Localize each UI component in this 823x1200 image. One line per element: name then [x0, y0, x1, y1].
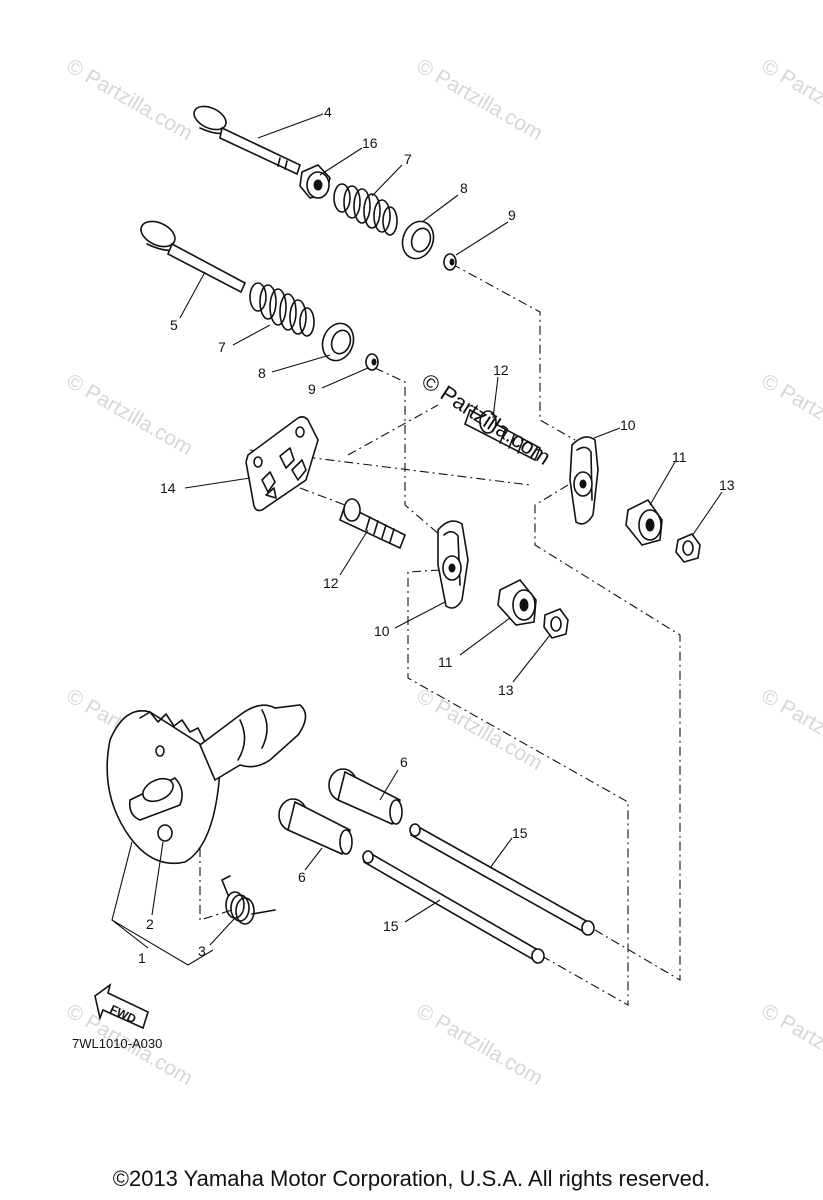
part-lifter-6a	[328, 768, 403, 826]
callout-6-lower: 6	[298, 869, 306, 885]
assembly-line-cam	[199, 810, 233, 921]
part-camshaft-1	[106, 704, 307, 864]
callout-10-upper: 10	[620, 417, 636, 433]
callout-14: 14	[160, 480, 176, 496]
part-spring-7a	[333, 183, 398, 236]
part-rocker-10a	[569, 436, 599, 525]
leader-lines	[111, 113, 723, 966]
watermark-10: © Partzilla.com	[413, 999, 547, 1090]
callout-2: 2	[146, 916, 154, 932]
diagram-code: 7WL1010-A030	[72, 1036, 163, 1051]
callout-8-lower: 8	[258, 365, 266, 381]
part-lifter-6b	[278, 798, 353, 856]
callout-8-upper: 8	[460, 180, 468, 196]
callout-9-lower: 9	[308, 381, 316, 397]
part-spring-7b	[249, 282, 315, 337]
part-pin-2	[157, 824, 173, 842]
part-valve-5	[140, 220, 247, 294]
callout-12-upper: 12	[493, 362, 509, 378]
part-nut-13b	[543, 608, 569, 639]
watermark-7: © Partzilla.com	[413, 684, 547, 775]
part-shaft-12a	[464, 408, 542, 462]
part-seal-16	[299, 164, 331, 199]
assembly-line-head	[347, 404, 439, 456]
part-plate-14	[245, 416, 319, 512]
assembly-line-shaft	[249, 449, 531, 486]
watermark-8: © Partzilla.com	[758, 684, 823, 775]
part-pushrod-15a	[409, 823, 595, 936]
part-spring-3	[221, 875, 276, 925]
part-retainer-8a	[401, 220, 435, 260]
watermark-2: © Partzilla.com	[413, 54, 547, 145]
callout-3: 3	[198, 943, 206, 959]
callout-13-lower: 13	[498, 682, 514, 698]
assembly-line-shaft2	[299, 487, 346, 506]
callout-10-lower: 10	[374, 623, 390, 639]
part-shaft-12b	[339, 498, 407, 550]
callout-6-upper: 6	[400, 754, 408, 770]
callout-1: 1	[138, 950, 146, 966]
callout-16: 16	[362, 135, 378, 151]
assembly-line-valve5	[374, 367, 441, 536]
part-rocker-10b	[437, 520, 469, 609]
watermark-11: © Partzilla.com	[758, 999, 823, 1090]
watermark-4: © Partzilla.com	[63, 369, 197, 460]
center-watermark: © Partzilla.com	[417, 368, 555, 470]
part-nut-13a	[675, 533, 701, 563]
callout-numbers: 4 16 7 8 9 5 7 8 9 12 10 11 13 14 12 10 …	[138, 104, 735, 966]
callout-12-lower: 12	[323, 575, 339, 591]
watermark-5: © Partzilla.com	[758, 369, 823, 460]
callout-11-upper: 11	[672, 449, 687, 465]
assembly-line-rocker-right	[534, 484, 681, 981]
part-keeper-9a	[443, 253, 457, 271]
part-retainer-8b	[321, 322, 355, 362]
copyright-notice: ©2013 Yamaha Motor Corporation, U.S.A. A…	[112, 1166, 711, 1191]
part-valve-4	[193, 105, 301, 176]
callout-15-upper: 15	[512, 825, 528, 841]
callout-5: 5	[170, 317, 178, 333]
callout-13-upper: 13	[719, 477, 735, 493]
callout-11-lower: 11	[438, 654, 453, 670]
callout-7-lower: 7	[218, 339, 226, 355]
assembly-line-valve4	[451, 263, 576, 441]
part-adjuster-11a	[625, 498, 663, 546]
callout-7-upper: 7	[404, 151, 412, 167]
assembly-line-rocker-left	[407, 569, 629, 1006]
callout-15-lower: 15	[383, 918, 399, 934]
watermark-3: © Partzilla.com	[758, 54, 823, 145]
part-adjuster-11b	[497, 578, 537, 626]
part-pushrod-15b	[362, 850, 545, 964]
watermark-1: © Partzilla.com	[63, 54, 197, 145]
callout-9-upper: 9	[508, 207, 516, 223]
assembly-lines	[199, 263, 681, 1006]
callout-4: 4	[324, 104, 332, 120]
part-keeper-9b	[365, 353, 379, 371]
